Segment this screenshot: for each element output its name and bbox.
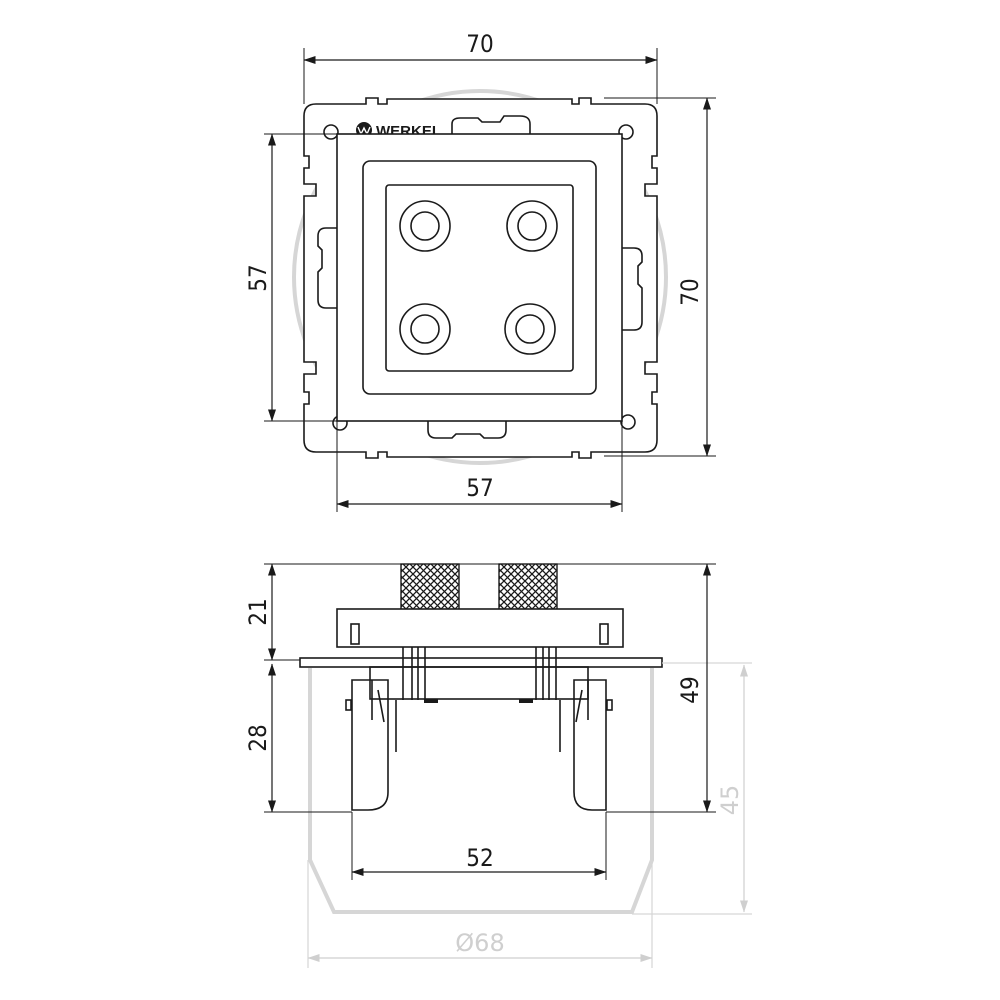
dim-body-depth: 28: [244, 724, 272, 751]
corner-hole-tl: [323, 124, 339, 140]
module-inner-frame: [362, 160, 597, 395]
module-outer-frame: [336, 133, 623, 422]
terminal-knurled-right: [498, 563, 558, 611]
side-extension-lines: [264, 563, 716, 880]
dim-frame-height: 70: [676, 278, 704, 305]
binding-post-bl: [399, 303, 451, 355]
corner-hole-tr: [618, 124, 634, 140]
dim-box-diameter: Ø68: [455, 929, 504, 957]
frame-latch-right: [622, 247, 643, 331]
terminal-knurled-left: [400, 563, 460, 611]
binding-post-tr: [506, 200, 558, 252]
mounting-claw-right: [573, 679, 607, 811]
binding-post-tl: [399, 200, 451, 252]
mounting-claw-left: [351, 679, 389, 811]
frame-latch-top: [451, 115, 531, 134]
face-plate-clip-right: [599, 623, 609, 645]
dim-module-height: 57: [244, 264, 272, 291]
mounting-box-side: [308, 668, 654, 914]
terminal-shafts: [402, 647, 557, 700]
contact-right: [519, 699, 533, 703]
mounting-box-outline: [292, 89, 668, 465]
dim-frame-width: 70: [466, 30, 493, 58]
face-plate-clip-left: [350, 623, 360, 645]
side-extension-lines-ghost: [307, 662, 752, 968]
dim-claw-span: 52: [466, 844, 493, 872]
contact-left: [424, 699, 438, 703]
face-plate: [336, 608, 624, 648]
front-view: WERKEL 70: [244, 30, 716, 512]
claw-springs: [345, 680, 613, 752]
front-extension-lines: [264, 48, 716, 512]
frame-latch-bottom: [427, 420, 507, 439]
binding-post-br: [504, 303, 556, 355]
terminal-block: [385, 184, 574, 372]
side-view: 21 28 49 45 52 Ø68: [244, 563, 752, 968]
corner-hole-br: [620, 414, 636, 430]
dim-module-width: 57: [466, 474, 493, 502]
mounting-plate: [299, 657, 663, 668]
dim-total-height: 49: [676, 676, 704, 703]
dim-terminal-height: 21: [244, 598, 272, 625]
frame-latch-left: [317, 227, 338, 309]
dim-box-depth: 45: [716, 785, 744, 816]
